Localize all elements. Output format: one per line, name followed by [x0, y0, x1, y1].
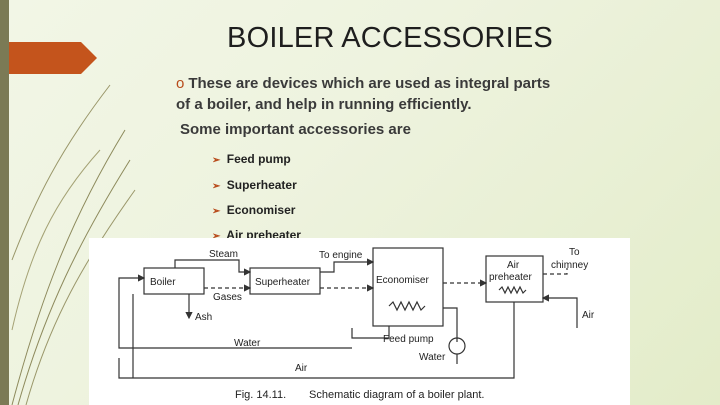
boiler-label: Boiler: [150, 277, 176, 288]
water-pump-label: Water: [419, 352, 446, 363]
list-item-label: Feed pump: [226, 152, 291, 166]
to-engine-label: To engine: [319, 250, 363, 261]
ash-label: Ash: [195, 312, 212, 323]
feed-pump-label: Feed pump: [383, 334, 434, 345]
steam-label: Steam: [209, 249, 238, 260]
air-preheater-label-1: Air: [507, 260, 520, 271]
caption-number: Fig. 14.11.: [235, 389, 286, 401]
list-item-label: Economiser: [226, 203, 296, 217]
arrow-bullet-icon: ➢: [212, 181, 221, 192]
arrow-bullet-icon: ➢: [212, 231, 221, 242]
arrow-bullet-icon: ➢: [212, 155, 221, 166]
boiler-box: [143, 267, 205, 295]
air-preheater-label-2: preheater: [489, 272, 532, 283]
boiler-plant-diagram: Boiler Superheater Economiser Air prehea…: [89, 238, 630, 405]
caption-text: Schematic diagram of a boiler plant.: [309, 389, 484, 401]
circle-bullet: o: [176, 75, 185, 92]
flag-accent: [9, 42, 97, 74]
subheading: Some important accessories are: [180, 121, 411, 138]
to-chimney-label-2: chimney: [551, 260, 588, 271]
water-left-label: Water: [234, 338, 261, 349]
economiser-label: Economiser: [376, 275, 429, 286]
list-item: ➢ Economiser: [212, 203, 295, 217]
arrow-bullet-icon: ➢: [212, 206, 221, 217]
list-item: ➢ Superheater: [212, 178, 297, 192]
intro-line-2: of a boiler, and help in running efficie…: [176, 96, 472, 113]
economiser-box: [372, 247, 444, 327]
air-bottom-label: Air: [295, 363, 308, 374]
left-accent-bar: [0, 0, 9, 405]
air-right-label: Air: [582, 310, 595, 321]
decorative-curves: [11, 84, 136, 405]
slide-title: BOILER ACCESSORIES: [227, 22, 553, 54]
list-item: ➢ Feed pump: [212, 152, 291, 166]
intro-line-1: These are devices which are used as inte…: [188, 75, 551, 92]
superheater-box: [249, 267, 321, 295]
list-item-label: Superheater: [226, 178, 297, 192]
gases-label: Gases: [213, 292, 242, 303]
to-chimney-label-1: To: [569, 247, 580, 258]
superheater-label: Superheater: [255, 277, 311, 288]
